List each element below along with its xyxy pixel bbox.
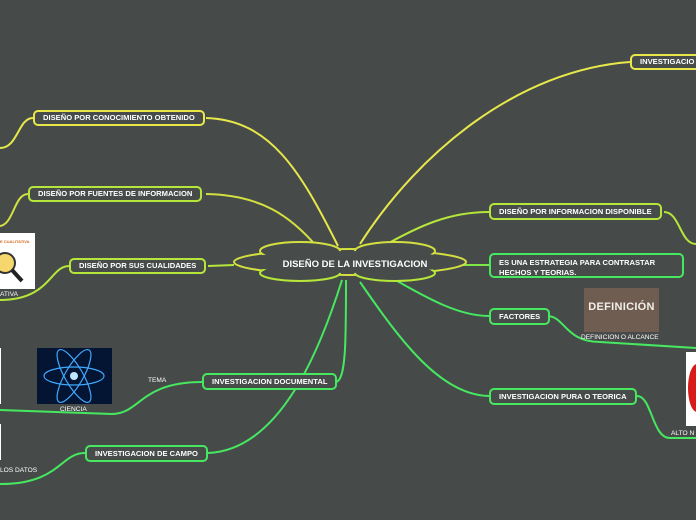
- topic-conocimiento-obtenido[interactable]: DISEÑO POR CONOCIMIENTO OBTENIDO: [33, 110, 205, 126]
- definicion-image: DEFINICIÓN: [584, 288, 659, 332]
- connector-cualidades: [207, 264, 235, 267]
- left-image-strip-2: [0, 424, 1, 460]
- topic-informacion-disponible[interactable]: DISEÑO POR INFORMACION DISPONIBLE: [489, 203, 662, 220]
- topic-cualidades[interactable]: DISEÑO POR SUS CUALIDADES: [69, 258, 207, 274]
- alto-caption: ALTO N: [671, 430, 695, 437]
- topic-investigacion-pura[interactable]: INVESTIGACION PURA O TEORICA: [489, 388, 637, 405]
- connector-disponible-sub: [663, 211, 696, 245]
- cualitativa-image: E CUALITATIVA: [0, 233, 35, 289]
- connector-factores: [391, 277, 490, 317]
- connector-fuentes: [205, 193, 319, 249]
- ciencia-caption: CIENCIA: [60, 406, 87, 413]
- central-topic[interactable]: DISEÑO DE LA INVESTIGACION: [282, 258, 428, 270]
- central-cloud: [233, 241, 467, 282]
- topic-investigacion-documental[interactable]: INVESTIGACION DOCUMENTAL: [202, 373, 338, 390]
- red-shape-icon: [688, 364, 696, 412]
- connector-pura-sub: [636, 395, 696, 439]
- cualitativa-caption: ATIVA: [0, 291, 19, 298]
- left-image-strip: [0, 348, 1, 404]
- magnifier-icon: [0, 252, 24, 283]
- connector-conocimiento: [205, 117, 339, 247]
- ciencia-image: [37, 348, 112, 404]
- topic-factores[interactable]: FACTORES: [489, 308, 551, 325]
- atom-icon: [43, 349, 105, 403]
- datos-caption: LOS DATOS: [0, 467, 38, 474]
- connector-campo: [207, 279, 343, 454]
- topic-investigacion-campo[interactable]: INVESTIGACION DE CAMPO: [85, 445, 208, 462]
- cualitativa-image-text: E CUALITATIVA: [0, 239, 30, 244]
- connector-fuentes-sub: [0, 193, 29, 227]
- tema-label: TEMA: [148, 377, 167, 384]
- connector-factores-sub: [546, 315, 696, 349]
- connector-cualidades-sub: [0, 265, 70, 301]
- alto-image: [686, 352, 696, 426]
- topic-estrategia[interactable]: ES UNA ESTRATEGIA PARA CONTRASTAR HECHOS…: [489, 253, 684, 278]
- topic-investigacion-top[interactable]: INVESTIGACIO: [630, 54, 696, 70]
- topic-fuentes-informacion[interactable]: DISEÑO POR FUENTES DE INFORMACION: [28, 186, 203, 202]
- connector-conocimiento-sub: [0, 117, 34, 149]
- connector-top: [359, 61, 631, 245]
- connector-documental-sub: [0, 381, 203, 416]
- connector-documental: [335, 279, 347, 383]
- definicion-caption: DEFINICION O ALCANCE: [581, 334, 659, 341]
- connector-campo-sub: [0, 452, 86, 485]
- definicion-image-text: DEFINICIÓN: [588, 301, 655, 313]
- connector-pura: [359, 281, 490, 397]
